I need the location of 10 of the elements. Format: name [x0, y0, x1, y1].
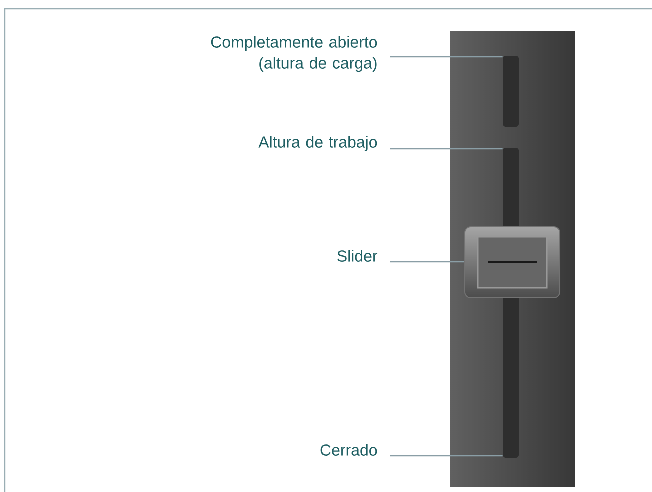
- callout-label: Cerrado: [320, 444, 378, 456]
- slider-slot: [503, 56, 519, 127]
- callout-label: Altura de trabajo: [258, 136, 378, 152]
- leader-line: [390, 261, 464, 263]
- callout-label: Completamente abierto (altura de carga): [211, 36, 378, 72]
- leader-line: [390, 148, 503, 150]
- callout-label: Slider: [338, 250, 378, 262]
- leader-line: [390, 56, 503, 58]
- slider-knob: [464, 226, 560, 298]
- leader-line: [390, 455, 503, 457]
